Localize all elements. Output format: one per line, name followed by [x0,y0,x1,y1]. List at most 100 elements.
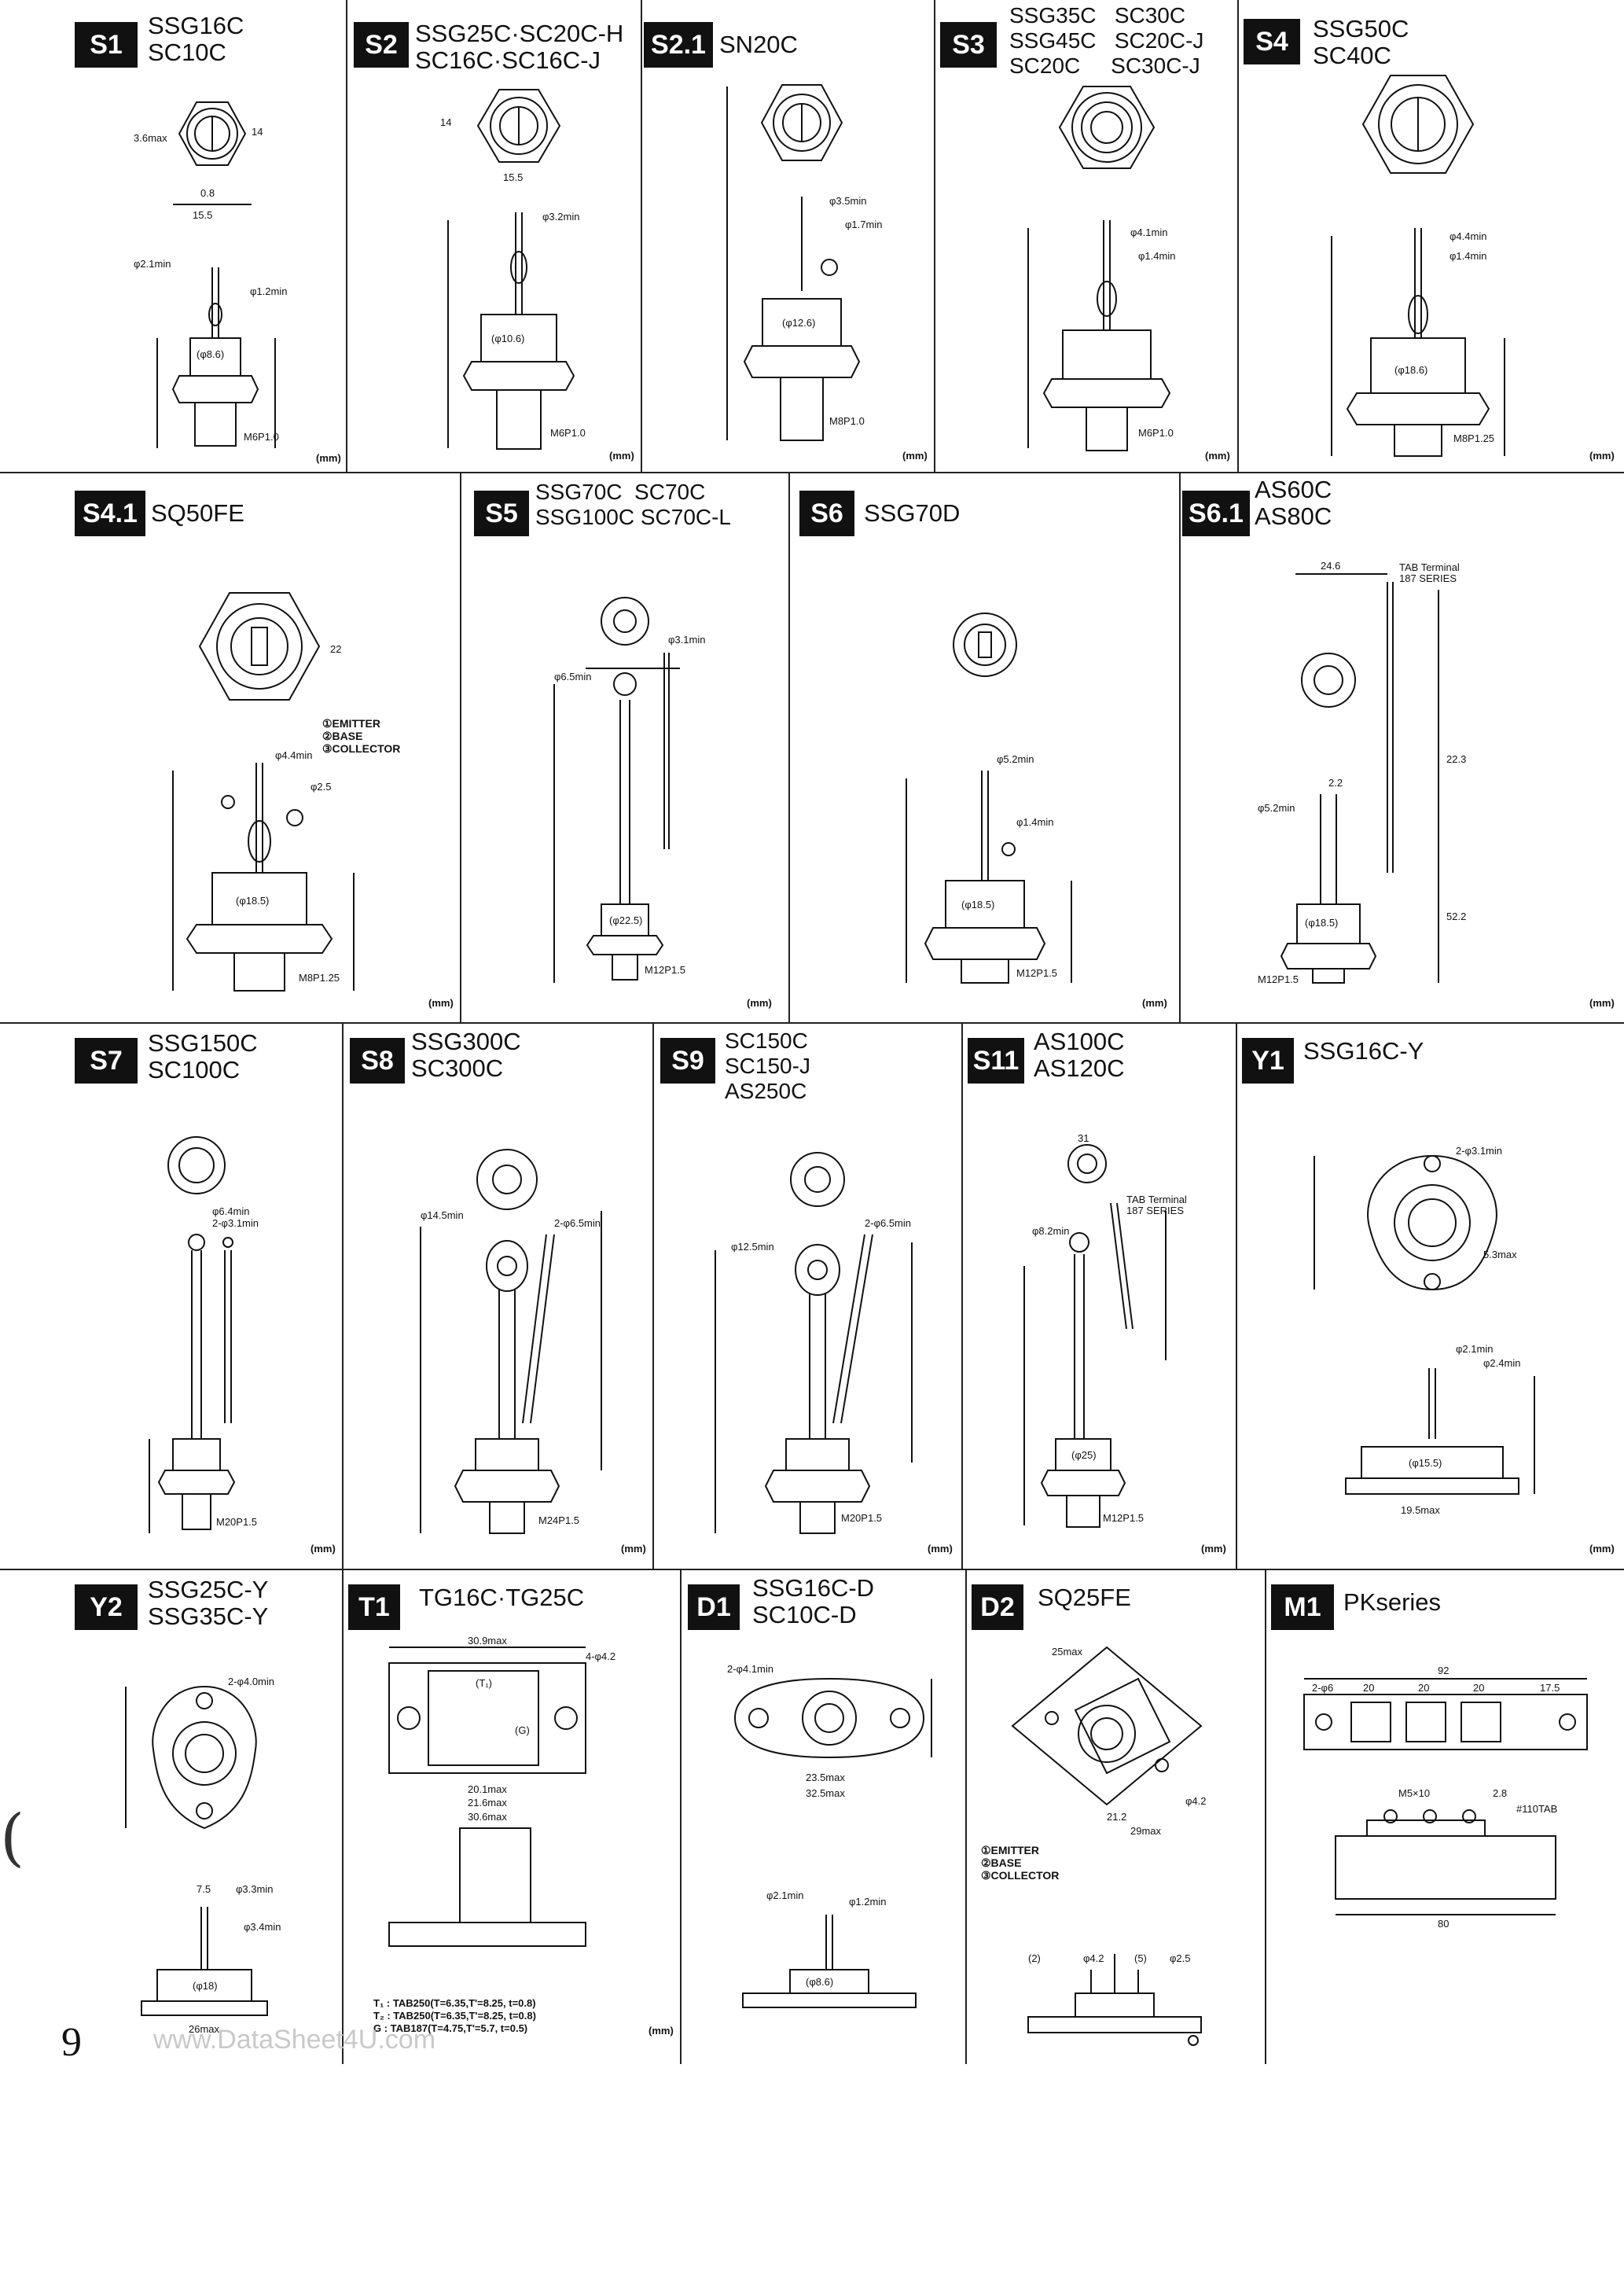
unit-label: (mm) [747,997,772,1009]
dim-label: M20P1.5 [216,1516,257,1528]
package-drawing-s4-1: 22 φ4.4min φ2.5 (φ18.5) M8P1.25 [141,582,377,991]
unit-label: (mm) [1589,997,1615,1009]
unit-label: (mm) [1589,450,1615,462]
package-code-badge: S9 [660,1038,715,1084]
package-cell-s3: S3 SSG35C SC30C SSG45C SC20C-J SC20C SC3… [934,0,1237,472]
dim-label: M12P1.5 [1103,1512,1144,1524]
dim-label: 2-φ6 [1312,1682,1333,1694]
dim-label: M8P1.0 [829,415,865,427]
dim-label: φ4.2 [1083,1952,1104,1964]
dim-label: (2) [1028,1952,1041,1964]
unit-label: (mm) [902,450,928,462]
dim-label: 3.6max [134,132,167,144]
unit-label: (mm) [1142,997,1167,1009]
package-models: SSG16C-Y [1303,1037,1424,1065]
dim-label: φ4.2 [1185,1795,1207,1807]
dim-label: 22 [330,643,341,655]
package-code-badge: S1 [75,22,138,68]
package-cell-y2: Y2 SSG25C-Y SSG35C-Y 2-φ4.0min 7.5 φ3.3m… [0,1569,342,2064]
dim-label: M6P1.0 [550,427,586,439]
col-divider [680,1569,682,2064]
package-drawing-s8: 2-φ6.5min φ14.5min M24P1.5 [405,1140,625,1533]
dim-label: 32.5max [806,1787,845,1799]
dim-label: φ3.4min [244,1921,281,1933]
dim-label: 15.5 [193,209,212,221]
dim-label: 14 [440,116,451,128]
dim-label: φ1.4min [1449,250,1486,262]
dim-label: M12P1.5 [1258,973,1299,985]
dim-label: (φ18.5) [1305,917,1338,929]
package-code-badge: S4.1 [75,491,145,536]
package-code-badge: S8 [350,1038,405,1084]
dim-label: 2-φ3.1min [212,1217,259,1229]
dim-label: (G) [515,1724,530,1736]
dim-label: 31 [1078,1132,1089,1144]
package-drawing-m1: 92 2-φ6 20 20 20 17.5 M5×10 2.8 #110TAB … [1288,1665,1603,1930]
package-drawing-s7: 2-φ3.1min φ6.4min M20P1.5 [141,1124,259,1533]
package-cell-s2: S2 SSG25C·SC20C-H SC16C·SC16C-J 14 15.5 … [346,0,641,472]
dim-label: 0.8 [200,187,215,199]
dim-label: φ2.1min [134,258,171,270]
col-divider [1265,1569,1266,2064]
dim-label: 4-φ4.2 [586,1650,615,1662]
package-cell-s7: S7 SSG150C SC100C 2-φ3.1min φ6.4min M20P… [0,1022,342,1569]
dim-label: 2-φ6.5min [554,1217,601,1229]
unit-label: (mm) [316,452,341,464]
terminal-legend: ①EMITTER ②BASE ③COLLECTOR [322,717,401,755]
col-divider [1236,1022,1237,1569]
dim-label: (φ12.6) [782,317,815,329]
dim-label: 29max [1130,1825,1162,1837]
dim-label: φ6.4min [212,1205,249,1217]
dim-label: φ6.5min [554,671,591,683]
package-models: AS100C AS120C [1034,1028,1125,1082]
package-models: SC150C SC150-J AS250C [725,1028,810,1103]
package-code-badge: S7 [75,1038,138,1084]
dim-label: 5.3max [1483,1249,1517,1260]
dim-label: 15.5 [503,171,523,183]
package-models: SSG70C SC70C SSG100C SC70C-L [535,480,732,529]
package-models: SQ25FE [1038,1584,1131,1611]
dim-label: φ2.1min [1456,1343,1493,1355]
dim-label: M24P1.5 [538,1514,579,1526]
dim-label: M8P1.25 [1453,432,1494,444]
package-code-badge: M1 [1271,1584,1334,1630]
dim-label: 187 SERIES [1399,572,1457,584]
package-models: SSG25C·SC20C-H SC16C·SC16C-J [415,20,624,74]
package-drawing-s5: φ3.1min φ6.5min (φ22.5) M12P1.5 [538,590,705,983]
package-cell-m1: M1 PKseries 92 2-φ6 20 20 20 17.5 M5×10 … [1265,1569,1624,2064]
package-drawing-s4: φ4.4min φ1.4min (φ18.6) M8P1.25 [1308,63,1528,456]
unit-label: (mm) [1201,1543,1226,1555]
dim-label: 52.2 [1446,911,1466,922]
dim-label: TAB Terminal [1126,1194,1187,1205]
dim-label: 92 [1438,1665,1449,1676]
dim-label: 26max [189,2023,220,2035]
row-divider-1 [0,472,1624,473]
dim-label: φ2.5 [310,781,332,793]
col-divider [961,1022,963,1569]
binding-hole-mark: ( [0,1801,25,1874]
package-code-badge: Y2 [75,1584,138,1630]
package-drawing-s11: 31 TAB Terminal 187 SERIES φ8.2min (φ25)… [1009,1132,1187,1533]
dim-label: (T₁) [476,1677,492,1689]
unit-label: (mm) [310,1543,336,1555]
package-cell-y1: Y1 SSG16C-Y 2-φ3.1min 5.3max φ2.1min φ2.… [1236,1022,1624,1569]
package-drawing-s1: 3.6max 14 0.8 15.5 φ2.1min φ1.2min (φ8.6… [134,79,287,456]
dim-label: 21.6max [468,1797,507,1808]
col-divider [965,1569,967,2064]
package-cell-s8: S8 SSG300C SC300C 2-φ6.5min φ14.5min M24… [342,1022,652,1569]
package-code-badge: S3 [940,22,997,68]
dim-label: φ8.2min [1032,1225,1069,1237]
dim-label: φ3.3min [236,1883,273,1895]
col-divider [460,472,461,1022]
unit-label: (mm) [428,997,454,1009]
dim-label: (φ18.5) [236,895,269,907]
dim-label: 187 SERIES [1126,1205,1184,1216]
package-drawing-d1: 2-φ4.1min 23.5max 32.5max φ2.1min φ1.2mi… [727,1663,947,2033]
unit-label: (mm) [621,1543,646,1555]
dim-label: 80 [1438,1918,1449,1930]
package-models: SSG25C-Y SSG35C-Y [148,1576,269,1630]
dim-label: 30.9max [468,1635,507,1647]
package-models: SSG50C SC40C [1313,15,1409,69]
dim-label: M12P1.5 [645,964,685,976]
dim-label: φ4.1min [1130,226,1167,238]
